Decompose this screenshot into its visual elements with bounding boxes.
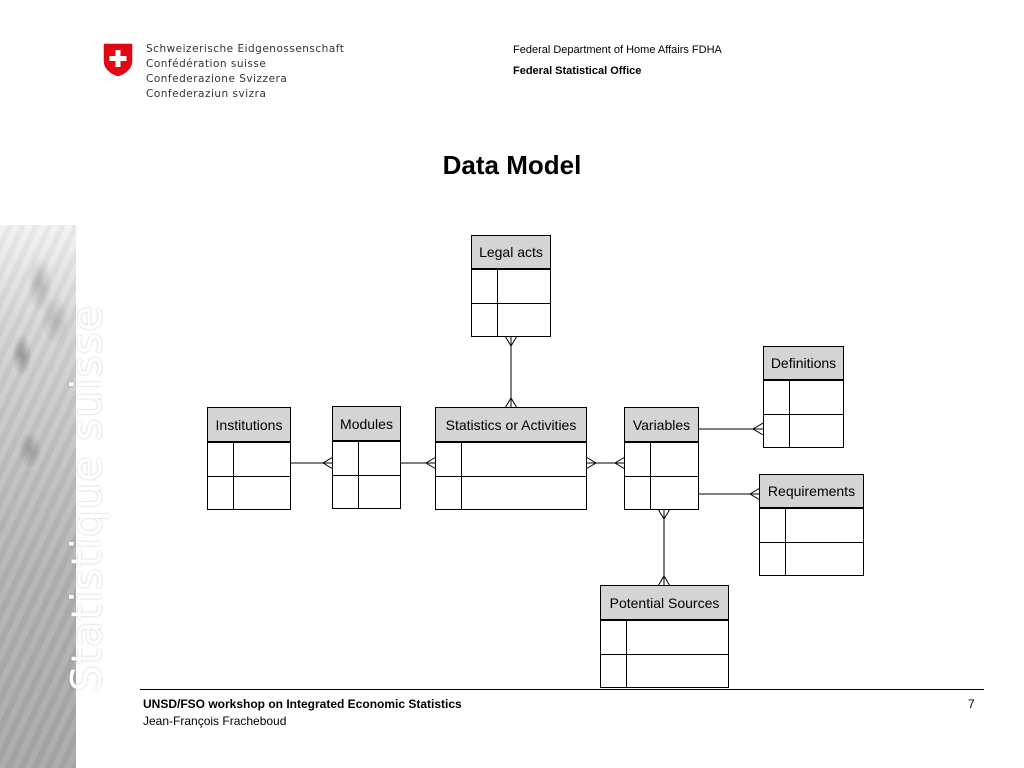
office-name: Federal Statistical Office bbox=[513, 65, 642, 77]
logo-line-rm: Confederaziun svizra bbox=[146, 88, 267, 100]
entity-potential-sources-title: Potential Sources bbox=[601, 586, 728, 620]
entity-potential-sources: Potential Sources bbox=[600, 585, 729, 688]
entity-requirements-title: Requirements bbox=[760, 475, 863, 508]
entity-definitions: Definitions bbox=[763, 346, 844, 448]
entity-row bbox=[208, 476, 290, 509]
entity-row bbox=[601, 620, 728, 654]
footer-author: Jean-François Fracheboud bbox=[143, 714, 287, 728]
entity-row bbox=[625, 442, 698, 476]
entity-institutions-title: Institutions bbox=[208, 408, 290, 442]
sidebar-brand-text: Statistique suisse bbox=[62, 304, 111, 692]
entity-modules-title: Modules bbox=[333, 407, 400, 441]
entity-requirements: Requirements bbox=[759, 474, 864, 576]
entity-modules: Modules bbox=[332, 406, 401, 509]
crowfoot-legal-top bbox=[504, 335, 518, 347]
entity-row bbox=[208, 442, 290, 476]
crowfoot-variables-bottom bbox=[657, 508, 671, 520]
crowfoot-definitions-left bbox=[752, 422, 764, 436]
confederation-wordmark: Schweizerische Eidgenossenschaft Confédé… bbox=[146, 42, 344, 102]
entity-legal-acts: Legal acts bbox=[471, 235, 551, 337]
crowfoot-stats-right bbox=[585, 456, 597, 470]
entity-statistics-or-activities: Statistics or Activities bbox=[435, 407, 587, 510]
entity-row bbox=[764, 414, 843, 447]
entity-row bbox=[472, 269, 550, 303]
footer-divider bbox=[140, 689, 984, 690]
entity-legal-acts-title: Legal acts bbox=[472, 236, 550, 269]
entity-definitions-title: Definitions bbox=[764, 347, 843, 380]
entity-row bbox=[625, 476, 698, 509]
entity-row bbox=[764, 380, 843, 414]
entity-row bbox=[333, 441, 400, 475]
entity-row bbox=[601, 654, 728, 687]
entity-variables-title: Variables bbox=[625, 408, 698, 442]
entity-variables: Variables bbox=[624, 407, 699, 510]
logo-line-de: Schweizerische Eidgenossenschaft bbox=[146, 43, 345, 55]
entity-row bbox=[436, 476, 586, 509]
entity-statistics-title: Statistics or Activities bbox=[436, 408, 586, 442]
swiss-flag-icon bbox=[103, 43, 133, 77]
slide-title-text: Data Model bbox=[442, 150, 582, 180]
logo-line-fr: Confédération suisse bbox=[146, 58, 267, 70]
slide-title: Data Model bbox=[0, 150, 1024, 181]
logo-line-it: Confederazione Svizzera bbox=[146, 73, 288, 85]
entity-row bbox=[436, 442, 586, 476]
entity-row bbox=[760, 508, 863, 542]
department-name: Federal Department of Home Affairs FDHA bbox=[513, 44, 722, 56]
footer-title: UNSD/FSO workshop on Integrated Economic… bbox=[143, 697, 462, 711]
entity-row bbox=[472, 303, 550, 336]
entity-row bbox=[333, 475, 400, 508]
entity-row bbox=[760, 542, 863, 575]
entity-institutions: Institutions bbox=[207, 407, 291, 510]
sidebar-photo-band bbox=[0, 225, 76, 768]
page-number: 7 bbox=[968, 697, 975, 711]
